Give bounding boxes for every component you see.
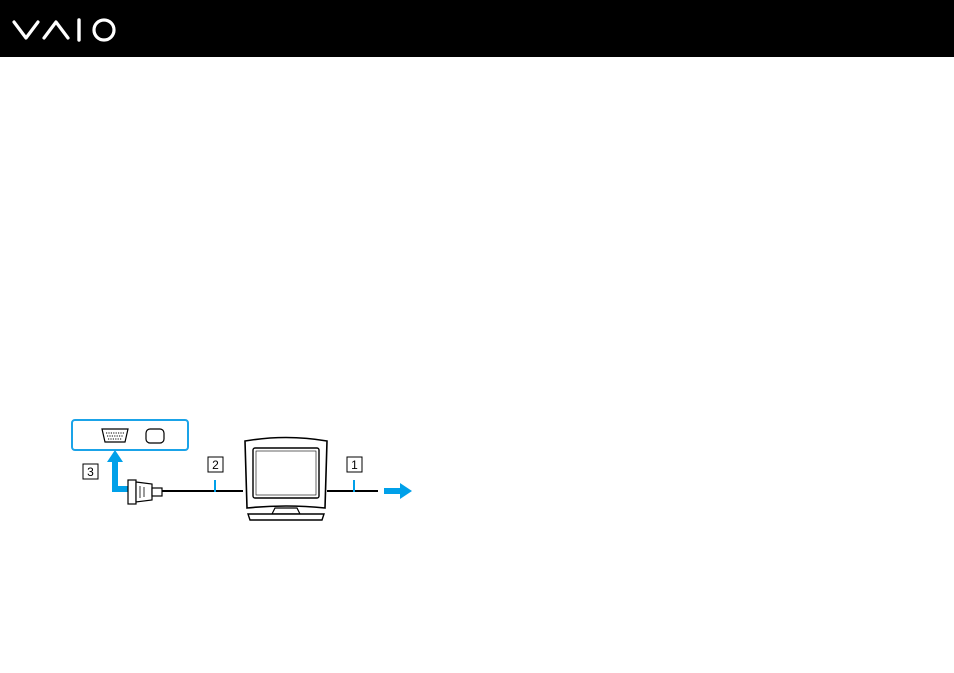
logo-text: VAIO [0,0,1,1]
vaio-logo [12,14,122,44]
vga-plug-icon [128,480,162,504]
callout-2: 2 [208,457,223,472]
port-panel [72,420,188,450]
callout-1-label: 1 [351,458,358,472]
monitor-connection-diagram: 3 2 1 [60,410,430,535]
connect-arrow-icon [107,450,128,492]
header-bar: VAIO [0,0,954,57]
callout-3: 3 [83,464,98,479]
callout-3-label: 3 [87,465,94,479]
monitor-icon [245,438,327,521]
callout-1: 1 [347,457,362,472]
power-arrow-icon [384,483,412,499]
vga-port-icon [102,429,128,442]
callout-2-label: 2 [212,458,219,472]
secondary-port-icon [146,429,164,443]
